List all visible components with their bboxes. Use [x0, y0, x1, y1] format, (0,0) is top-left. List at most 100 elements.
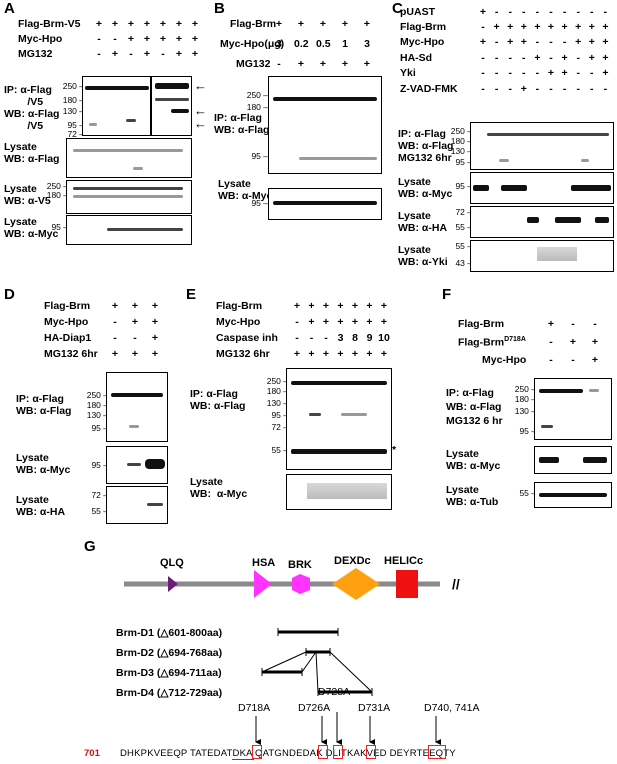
lane-mark: +	[363, 58, 371, 70]
mutation-box	[366, 745, 376, 759]
sequence-start: 701	[84, 748, 100, 759]
blot-label: Lysate WB: α-Myc	[446, 448, 501, 472]
break-mark: //	[452, 576, 460, 592]
lane-mark: +	[319, 58, 327, 70]
lane-mark: +	[561, 67, 568, 79]
row-label: MG132 6hr	[44, 348, 98, 360]
lane-mark: +	[341, 18, 349, 30]
mutation-box	[333, 745, 343, 759]
blot-label: IP: α-Flag WB: α-Flag MG132 6hr	[398, 128, 454, 164]
row-label: MG132	[18, 48, 53, 60]
lane-mark: 10	[378, 332, 390, 344]
lane-mark: +	[588, 21, 595, 33]
row-label: Flag-Brm	[44, 300, 91, 312]
lane-mark: -	[562, 6, 567, 18]
blot-label: IP: α-Flag WB: α-Flag	[190, 388, 246, 412]
lane-mark: 3	[276, 38, 282, 50]
blot-a-ip	[82, 76, 192, 136]
lane-mark: -	[481, 83, 485, 95]
mw-marker: 250 –	[62, 81, 84, 91]
lane-mark: +	[547, 318, 555, 330]
lane-mark: -	[535, 67, 540, 79]
lane-mark: +	[322, 300, 330, 312]
mutation-label: D718A	[238, 702, 271, 714]
domain-label: HSA	[252, 557, 275, 569]
lane-mark: -	[590, 6, 594, 18]
blot-a-lysate-v5	[66, 180, 192, 214]
helicc-domain	[396, 570, 418, 598]
lane-mark: +	[143, 48, 151, 60]
lane-mark: -	[593, 318, 597, 330]
motif-underline	[232, 759, 254, 760]
blot-label: IP: α-Flag WB: α-Flag	[214, 112, 270, 136]
lane-mark: -	[522, 67, 526, 79]
lane-mark: -	[535, 83, 540, 95]
lane-mark: -	[522, 6, 526, 18]
lane-mark: -	[508, 52, 512, 64]
mw-marker: 95 –	[251, 151, 268, 161]
lane-mark: +	[191, 18, 199, 30]
brk-domain	[292, 574, 310, 594]
lane-mark: +	[380, 300, 388, 312]
mw-marker: 95 –	[251, 198, 268, 208]
lane-mark: -	[549, 52, 553, 64]
lane-mark: -	[576, 6, 580, 18]
mw-marker: 130 –	[266, 398, 288, 408]
lane-mark: +	[275, 18, 283, 30]
blot-a-lysate-flag	[66, 138, 192, 178]
lane-mark: +	[569, 336, 577, 348]
lane-mark: -	[590, 83, 594, 95]
lane-mark: 0.5	[316, 38, 331, 50]
lane-mark: +	[575, 36, 582, 48]
arrow-icon: ←	[194, 78, 207, 93]
lane-mark: +	[366, 348, 373, 360]
lane-mark: +	[602, 52, 609, 64]
mw-marker: 180 –	[514, 394, 536, 404]
deletion-label: Brm-D1 (△601-800aa)	[116, 627, 222, 639]
domain-label: QLQ	[160, 557, 184, 569]
lane-mark: +	[341, 58, 349, 70]
lane-mark: +	[131, 316, 139, 328]
lane-mark: +	[151, 348, 159, 360]
lane-mark: +	[351, 348, 359, 360]
lane-mark: -	[113, 33, 117, 45]
lane-mark: -	[576, 67, 580, 79]
row-label: Myc-Hpo	[44, 316, 89, 328]
panel-letter-d: D	[4, 286, 15, 303]
lane-mark: +	[479, 6, 487, 18]
blot-b-ip	[268, 76, 382, 174]
lane-mark: 8	[352, 332, 358, 344]
mw-marker: 95 –	[271, 410, 288, 420]
mw-marker: 95 –	[91, 423, 108, 433]
lane-mark: +	[127, 33, 135, 45]
lane-mark: -	[508, 83, 512, 95]
sequence-text: DHKPKVEEQP TATEDATDKA QATGNDEDAK DLITKAK…	[120, 748, 456, 759]
lane-mark: -	[576, 83, 580, 95]
lane-mark: +	[493, 21, 500, 33]
lane-mark: +	[308, 300, 315, 312]
deletion-bars	[261, 628, 373, 696]
lane-mark: -	[562, 83, 567, 95]
mutation-label: D731A	[358, 702, 391, 714]
lane-mark: +	[151, 300, 159, 312]
qlq-domain	[168, 576, 178, 592]
lane-mark: +	[591, 336, 599, 348]
lane-mark: +	[175, 33, 183, 45]
lane-mark: -	[494, 6, 499, 18]
mw-marker: 95 –	[455, 157, 472, 167]
row-label: Flag-BrmD718A	[458, 336, 526, 349]
lane-mark: +	[520, 83, 527, 95]
lane-mark: +	[191, 48, 199, 60]
blot-f-lysate-tub	[534, 482, 612, 508]
blot-f-lysate-myc	[534, 446, 612, 474]
panel-letter-b: B	[214, 0, 225, 17]
blot-c-ip	[470, 122, 614, 170]
lane-mark: +	[319, 18, 327, 30]
blot-label: IP: α-Flag /V5 WB: α-Flag /V5	[4, 84, 60, 132]
lane-mark: +	[363, 18, 371, 30]
mw-marker: 55 –	[455, 222, 472, 232]
lane-mark: +	[351, 300, 359, 312]
row-label: Yki	[400, 67, 416, 79]
blot-label: Lysate WB: α-V5	[4, 183, 51, 207]
